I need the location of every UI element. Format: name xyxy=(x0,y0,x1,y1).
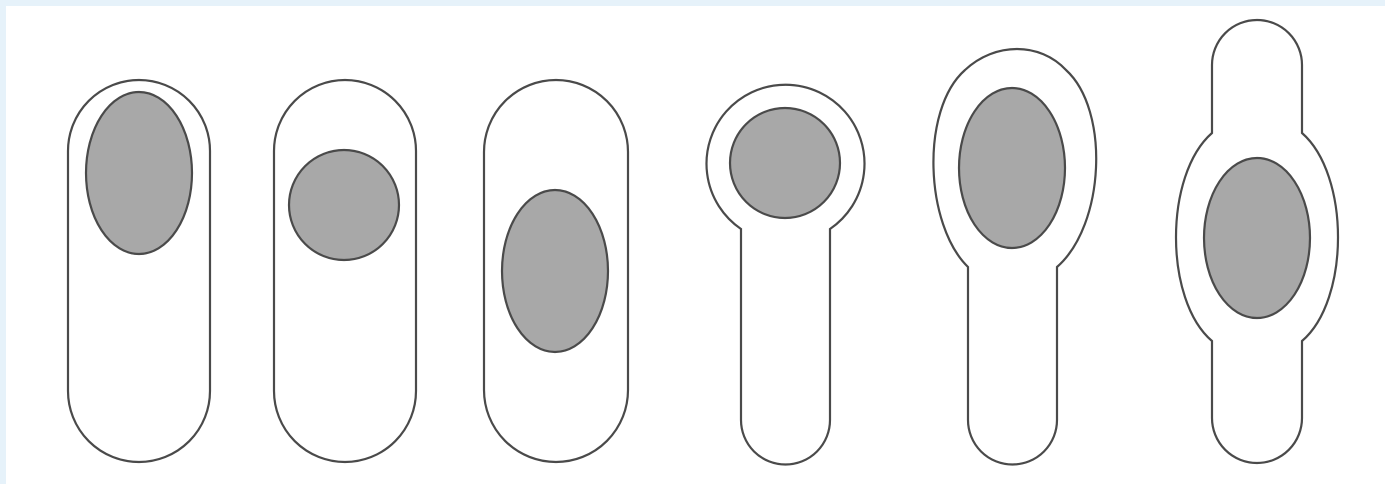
cell-6-spore xyxy=(1204,158,1310,318)
cell-4 xyxy=(707,85,865,465)
cell-1 xyxy=(68,80,210,462)
cell-5-spore xyxy=(959,88,1065,248)
cell-3 xyxy=(484,80,628,462)
cell-5 xyxy=(933,49,1096,465)
cell-1-spore xyxy=(86,92,192,254)
cell-6 xyxy=(1176,20,1338,463)
cell-2-spore xyxy=(289,150,399,260)
cell-4-spore xyxy=(730,108,840,218)
cell-3-spore xyxy=(502,190,608,352)
cell-2 xyxy=(274,80,416,462)
cell-2-body xyxy=(274,80,416,462)
